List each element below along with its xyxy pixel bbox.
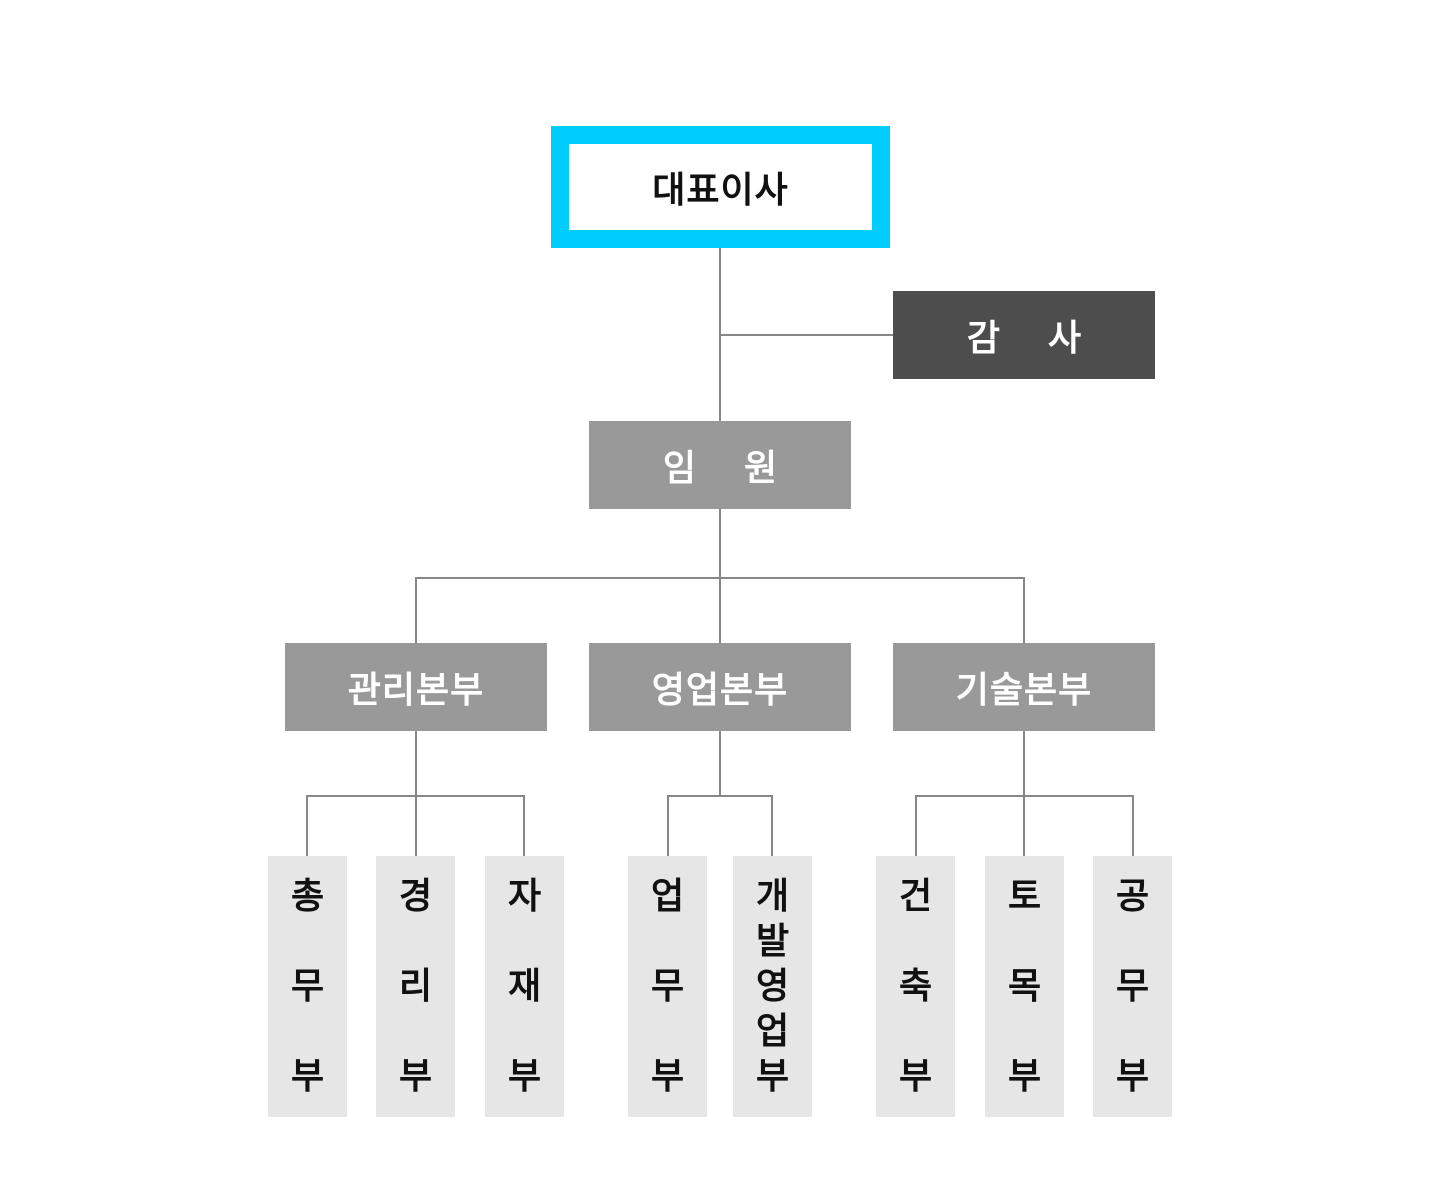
department-char: 재 <box>507 966 542 1007</box>
department-char: 업 <box>755 1011 790 1052</box>
department-label: 경 리 부 <box>399 856 432 1099</box>
connector-div2-down <box>719 731 721 796</box>
department-char: 토 <box>1007 876 1042 917</box>
division-box-management: 관리본부 <box>285 643 547 731</box>
department-char: 발 <box>755 921 790 962</box>
department-char: 목 <box>1007 966 1042 1007</box>
department-box: 경 리 부 <box>376 856 455 1117</box>
division-label: 영업본부 <box>651 670 789 711</box>
department-label: 토 목 부 <box>1008 856 1041 1099</box>
department-label: 건 축 부 <box>899 856 932 1099</box>
connector-dept-8 <box>1132 795 1134 856</box>
department-char: 무 <box>290 966 325 1007</box>
department-label: 총 무 부 <box>291 856 324 1099</box>
division-box-technology: 기술본부 <box>893 643 1155 731</box>
connector-dept-6 <box>915 795 917 856</box>
division-label: 기술본부 <box>955 670 1093 711</box>
connector-divisions-bar <box>415 577 1025 579</box>
division-label: 관리본부 <box>347 670 485 711</box>
department-box: 건 축 부 <box>876 856 955 1117</box>
executive-char-2: 원 <box>744 448 778 489</box>
department-char: 총 <box>290 876 325 917</box>
connector-div2-bar <box>667 795 773 797</box>
connector-div3-bar <box>915 795 1134 797</box>
department-char: 부 <box>290 1056 325 1097</box>
connector-division-3 <box>1023 577 1025 643</box>
connector-division-1 <box>415 577 417 643</box>
connector-dept-4 <box>667 795 669 856</box>
department-char: 부 <box>650 1056 685 1097</box>
department-char: 축 <box>898 966 933 1007</box>
department-char: 개 <box>755 876 790 917</box>
connector-audit <box>720 334 893 336</box>
department-box: 총 무 부 <box>268 856 347 1117</box>
executive-char-1: 임 <box>662 448 696 489</box>
connector-div3-down <box>1023 731 1025 856</box>
department-box: 토 목 부 <box>985 856 1064 1117</box>
department-label: 개 발 영 업 부 <box>756 856 789 1099</box>
ceo-box: 대표이사 <box>551 126 890 248</box>
connector-div1-bar <box>306 795 525 797</box>
division-box-sales: 영업본부 <box>589 643 851 731</box>
department-char: 건 <box>898 876 933 917</box>
ceo-label: 대표이사 <box>652 170 789 211</box>
connector-dept-5 <box>771 795 773 856</box>
department-char: 자 <box>507 876 542 917</box>
department-label: 자 재 부 <box>508 856 541 1099</box>
connector-div1-down <box>415 731 417 856</box>
department-box: 자 재 부 <box>485 856 564 1117</box>
department-char: 경 <box>398 876 433 917</box>
department-char: 무 <box>650 966 685 1007</box>
department-char: 무 <box>1115 966 1150 1007</box>
audit-char-1: 감 <box>966 318 1000 359</box>
department-char: 부 <box>398 1056 433 1097</box>
audit-char-2: 사 <box>1048 318 1082 359</box>
department-label: 공 무 부 <box>1116 856 1149 1099</box>
department-char: 업 <box>650 876 685 917</box>
department-box: 개 발 영 업 부 <box>733 856 812 1117</box>
connector-dept-1 <box>306 795 308 856</box>
department-char: 부 <box>507 1056 542 1097</box>
department-char: 부 <box>755 1056 790 1097</box>
department-char: 리 <box>398 966 433 1007</box>
department-box: 공 무 부 <box>1093 856 1172 1117</box>
department-char: 부 <box>1007 1056 1042 1097</box>
department-label: 업 무 부 <box>651 856 684 1099</box>
connector-exec-divisions <box>719 509 721 643</box>
department-char: 영 <box>755 966 790 1007</box>
connector-dept-3 <box>523 795 525 856</box>
department-char: 부 <box>1115 1056 1150 1097</box>
department-char: 공 <box>1115 876 1150 917</box>
department-char: 부 <box>898 1056 933 1097</box>
department-box: 업 무 부 <box>628 856 707 1117</box>
